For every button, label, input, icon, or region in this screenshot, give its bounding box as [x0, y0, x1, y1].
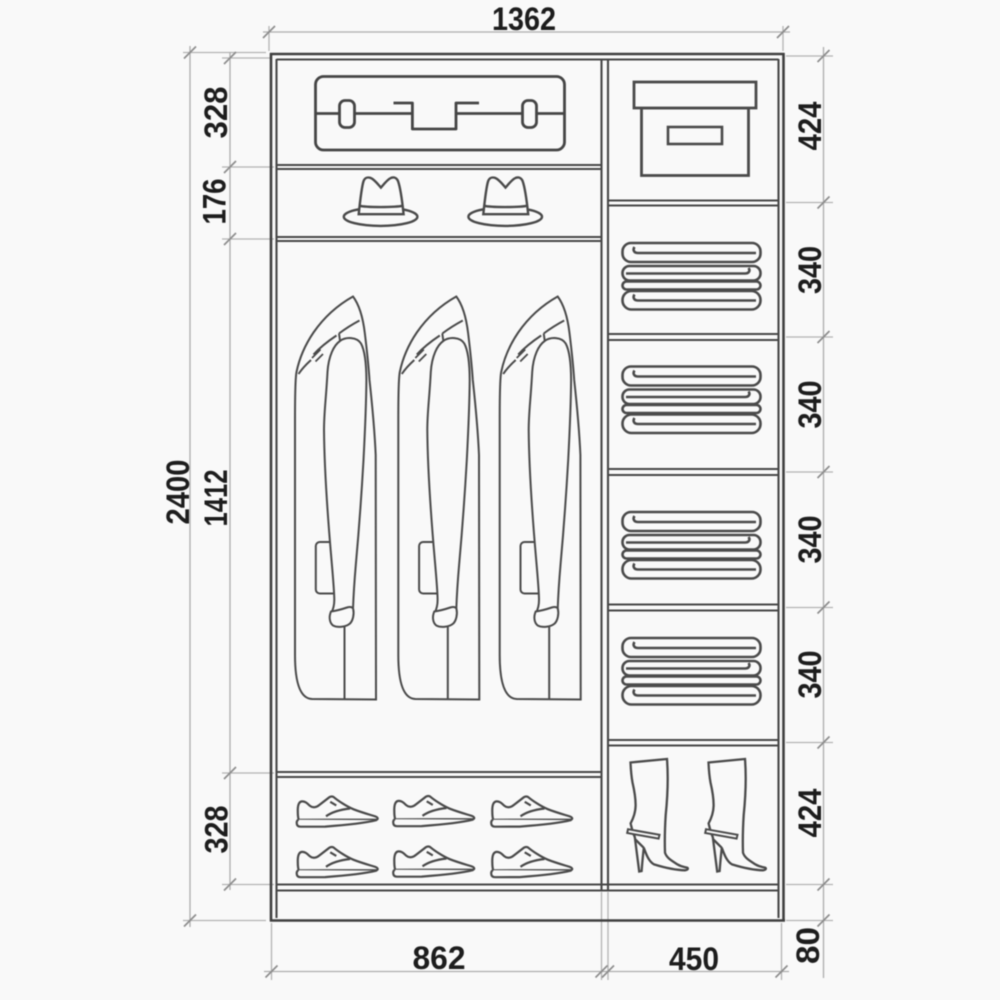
svg-text:340: 340 — [792, 381, 828, 429]
svg-text:340: 340 — [792, 246, 828, 294]
svg-text:1362: 1362 — [492, 1, 556, 37]
svg-text:1412: 1412 — [198, 470, 234, 527]
svg-text:80: 80 — [790, 927, 826, 964]
svg-text:424: 424 — [792, 101, 828, 150]
svg-text:424: 424 — [792, 788, 828, 837]
svg-text:340: 340 — [792, 651, 828, 699]
svg-text:328: 328 — [199, 806, 235, 854]
svg-text:450: 450 — [669, 941, 719, 977]
svg-text:328: 328 — [198, 87, 234, 139]
svg-text:340: 340 — [792, 516, 828, 564]
svg-text:176: 176 — [197, 179, 233, 225]
svg-text:862: 862 — [413, 940, 466, 976]
svg-text:2400: 2400 — [160, 460, 196, 525]
